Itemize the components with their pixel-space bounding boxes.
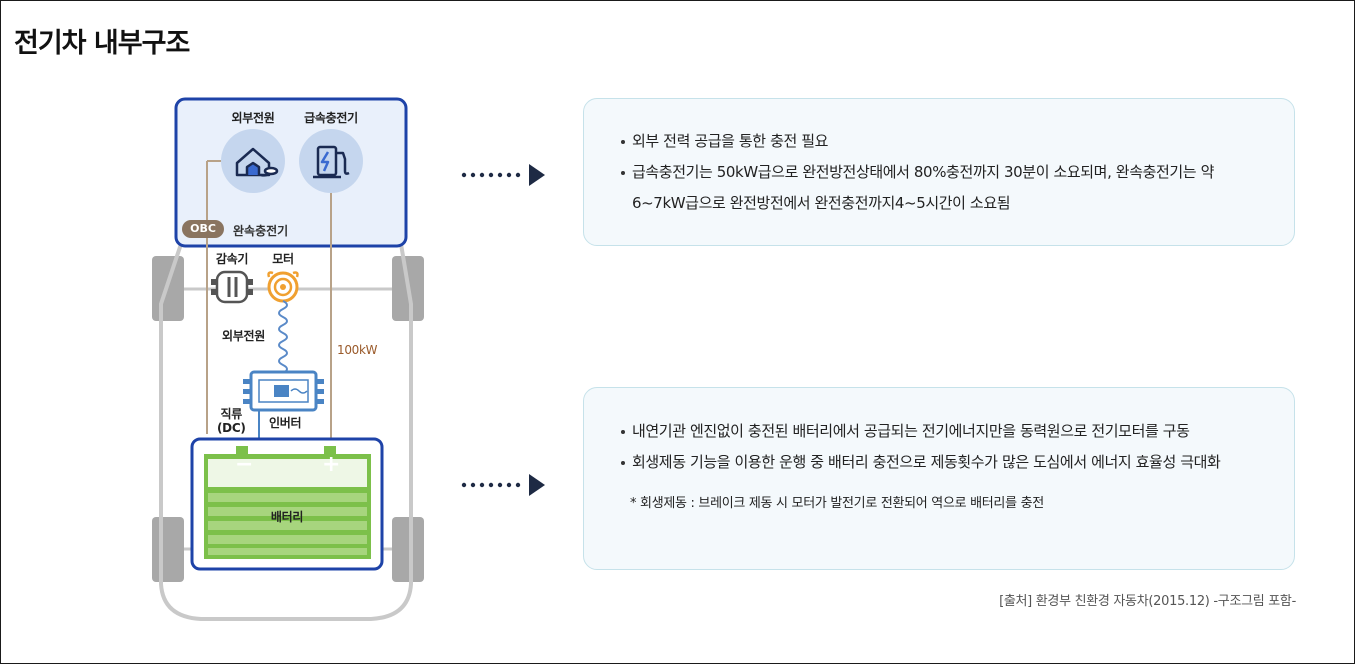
- battery-terminal-minus: [236, 446, 248, 454]
- list-item: 회생제동 기능을 이용한 운행 중 배터리 충전으로 제동횟수가 많은 도심에서…: [584, 447, 1294, 478]
- battery-plus-sign: +: [322, 452, 341, 477]
- fast-charger-label: 급속충전기: [304, 111, 358, 125]
- list-item: 급속충전기는 50kW급으로 완전방전상태에서 80%충전까지 30분이 소요되…: [584, 157, 1294, 219]
- battery-top-panel: [208, 459, 367, 487]
- dc-power-label: 100kW: [337, 343, 378, 357]
- drive-info-box: 내연기관 엔진없이 충전된 배터리에서 공급되는 전기에너지만을 동력원으로 전…: [583, 387, 1295, 570]
- battery-label: 배터리: [270, 510, 304, 524]
- reducer-label: 감속기: [215, 252, 249, 266]
- arrow-to-bottom-info: [459, 472, 549, 498]
- slow-charger-label: 완속충전기: [233, 224, 289, 238]
- obc-badge: OBC: [182, 220, 224, 238]
- arrow-to-top-info: [459, 162, 549, 188]
- wheel-rear-left: [152, 517, 184, 582]
- wheel-rear-right: [392, 517, 424, 582]
- battery-terminal-plus: [324, 446, 336, 454]
- external-power-label-2: 외부전원: [222, 329, 265, 343]
- inverter-icon: [243, 370, 324, 412]
- battery-minus-sign: −: [235, 452, 254, 477]
- battery-cells: [208, 493, 367, 555]
- house-plug-icon: [235, 147, 279, 177]
- charging-info-box: 외부 전력 공급을 통한 충전 필요 급속충전기는 50kW급으로 완전방전상태…: [583, 98, 1295, 246]
- inverter-label: 인버터: [269, 416, 302, 430]
- fast-charger-icon-bg: [299, 129, 363, 193]
- motor-label: 모터: [272, 252, 294, 266]
- ev-diagram-graphic: [152, 97, 424, 621]
- ev-structure-diagram: 외부전원 급속충전기 OBC 완속충전기 감속기 모터 외부전원 100kW 직…: [141, 89, 441, 629]
- direct-current-label: 직류 (DC): [217, 407, 246, 435]
- source-citation: [출처] 환경부 친환경 자동차(2015.12) -구조그림 포함-: [999, 594, 1296, 609]
- external-power-icon-bg: [221, 129, 285, 193]
- page-title: 전기차 내부구조: [14, 28, 190, 59]
- motor-icon: [267, 271, 299, 303]
- external-power-label: 외부전원: [231, 111, 275, 125]
- regenerative-braking-note: * 회생제동 : 브레이크 제동 시 모터가 발전기로 전환되어 역으로 배터리…: [630, 496, 1044, 511]
- drive-info-list: 내연기관 엔진없이 충전된 배터리에서 공급되는 전기에너지만을 동력원으로 전…: [584, 416, 1294, 478]
- charging-station-icon: [313, 145, 350, 179]
- list-item: 내연기관 엔진없이 충전된 배터리에서 공급되는 전기에너지만을 동력원으로 전…: [584, 416, 1294, 447]
- reducer-icon: [211, 270, 253, 304]
- charging-info-list: 외부 전력 공급을 통한 충전 필요 급속충전기는 50kW급으로 완전방전상태…: [584, 126, 1294, 219]
- list-item: 외부 전력 공급을 통한 충전 필요: [584, 126, 1294, 157]
